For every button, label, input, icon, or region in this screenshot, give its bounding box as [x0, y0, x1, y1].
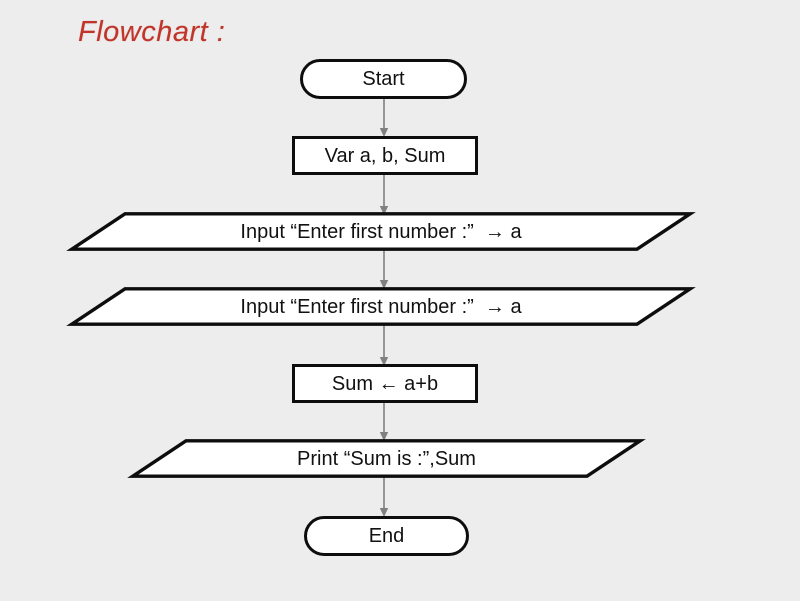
connector-start-to-declare: [379, 98, 389, 137]
parallelogram-shape: [70, 212, 692, 251]
node-start-label: Start: [362, 68, 405, 90]
node-input-first-number[interactable]: Input “Enter first number :” → a: [70, 212, 692, 251]
parallelogram-shape: [70, 287, 692, 326]
node-print-sum-label: Print “Sum is :”,Sum: [297, 447, 476, 470]
node-input-second-number[interactable]: Input “Enter first number :” → a: [70, 287, 692, 326]
connector-input-a-to-input-b: [379, 250, 389, 289]
connector-compute-sum-to-print-sum: [379, 402, 389, 441]
connector-input-b-to-compute-sum: [379, 325, 389, 366]
node-input-second-number-label: Input “Enter first number :” → a: [240, 295, 522, 318]
node-input-first-number-label: Input “Enter first number :” → a: [240, 220, 522, 243]
node-start[interactable]: Start: [300, 59, 467, 99]
parallelogram-shape: [131, 439, 642, 478]
connector-declare-to-input-a: [379, 174, 389, 215]
node-declare-variables[interactable]: Var a, b, Sum: [292, 136, 478, 175]
node-compute-sum-label: Sum ← a+b: [331, 372, 439, 395]
page-title: Flowchart :: [78, 16, 226, 48]
node-end-label: End: [368, 525, 405, 547]
node-end[interactable]: End: [304, 516, 469, 556]
node-declare-variables-label: Var a, b, Sum: [324, 144, 446, 167]
node-compute-sum[interactable]: Sum ← a+b: [292, 364, 478, 403]
connector-print-sum-to-end: [379, 477, 389, 517]
node-print-sum[interactable]: Print “Sum is :”,Sum: [131, 439, 642, 478]
